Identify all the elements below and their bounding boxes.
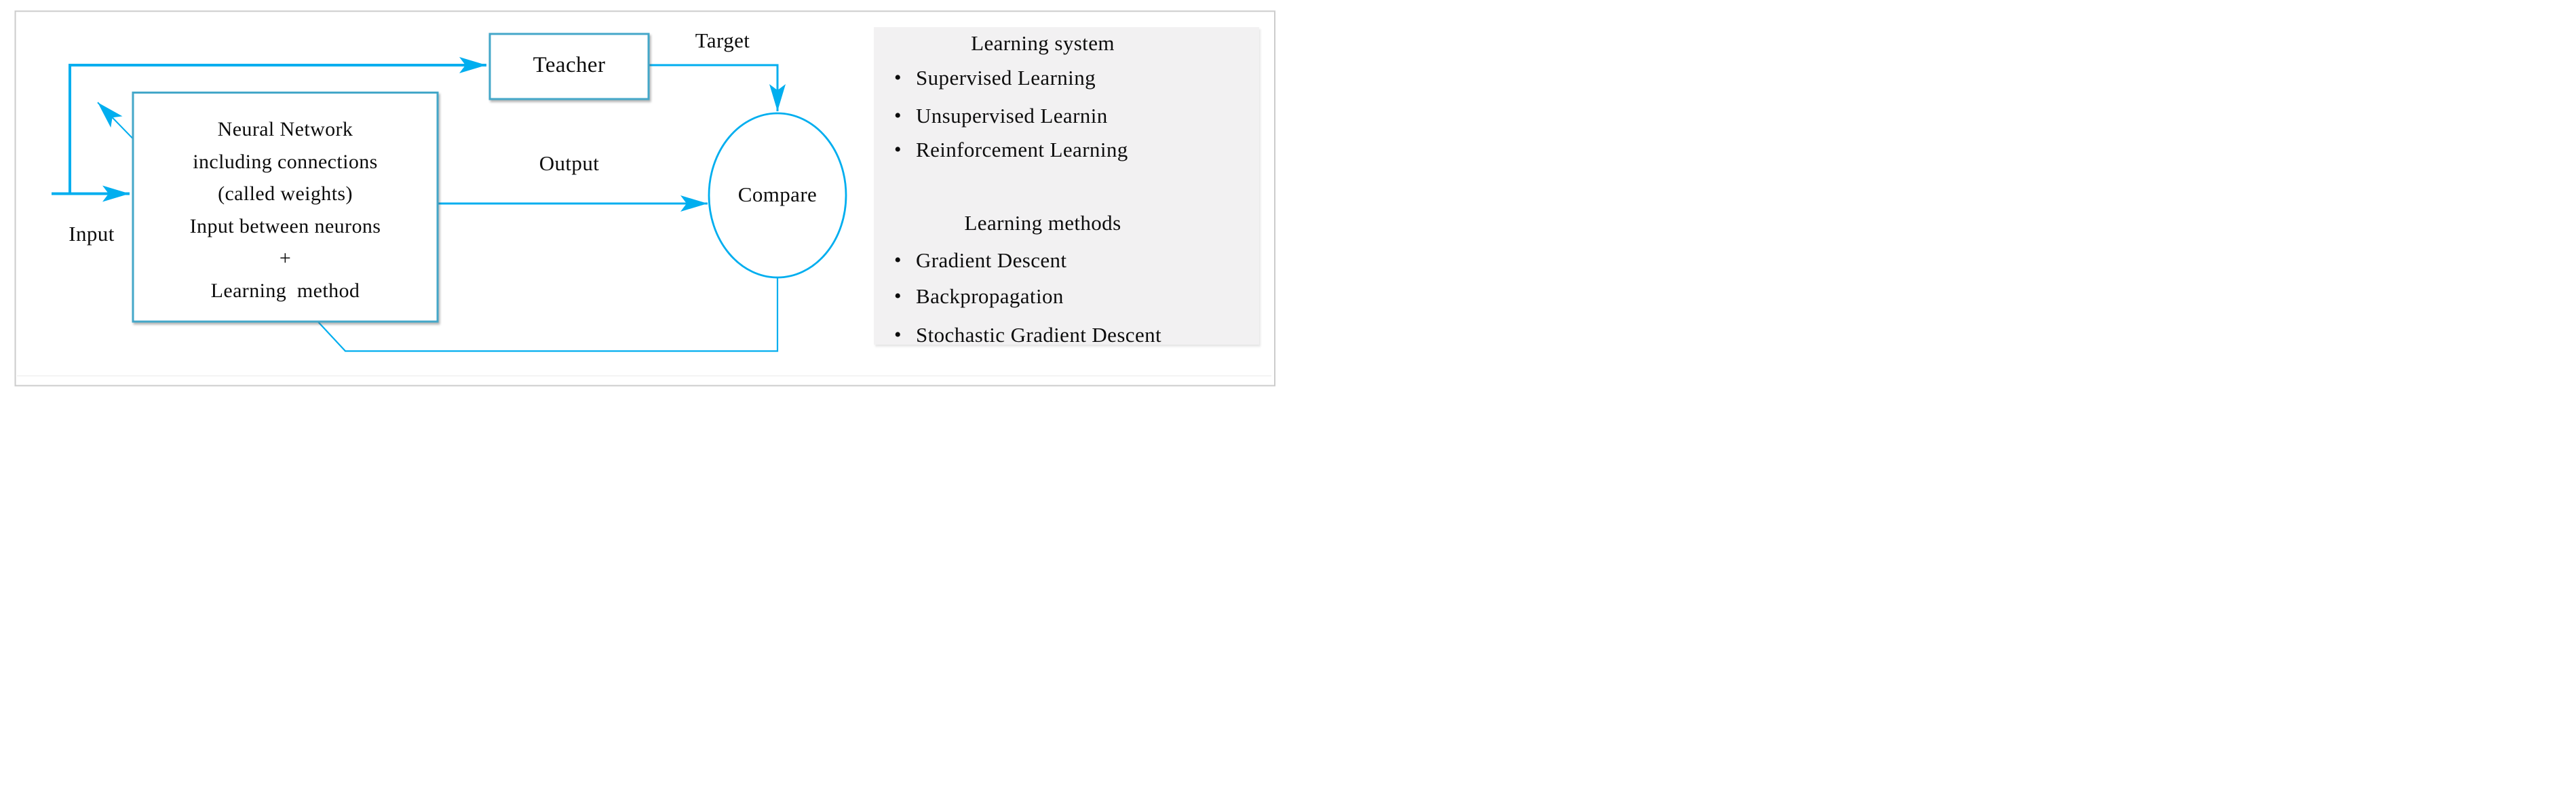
list-item-label: Backpropagation bbox=[916, 284, 1064, 308]
bullet-icon: • bbox=[894, 249, 902, 271]
teacher-box bbox=[488, 33, 650, 100]
list-item: • Gradient Descent bbox=[874, 247, 1259, 274]
target-label: Target bbox=[695, 28, 750, 52]
feedback-path bbox=[317, 277, 779, 352]
list-item-label: Unsupervised Learnin bbox=[916, 104, 1108, 128]
bullet-icon: • bbox=[894, 324, 902, 346]
teacher-box-label: Teacher bbox=[533, 53, 606, 77]
weight-update-arrow bbox=[97, 102, 134, 139]
figure-canvas: Input Output Target Teacher Compare Neur… bbox=[0, 0, 1288, 396]
compare-ellipse-label: Compare bbox=[737, 182, 818, 206]
target-arrow bbox=[649, 64, 786, 111]
bullet-icon: • bbox=[894, 104, 902, 127]
list-item-label: Gradient Descent bbox=[916, 248, 1067, 272]
compare-ellipse bbox=[708, 112, 847, 279]
list-item-label: Reinforcement Learning bbox=[916, 138, 1128, 161]
list-item: • Supervised Learning bbox=[874, 64, 1259, 92]
list-item: • Unsupervised Learnin bbox=[874, 102, 1259, 130]
nn-line-title: Neural Network bbox=[217, 118, 353, 140]
list-item-label: Supervised Learning bbox=[916, 66, 1096, 90]
list-item: • Reinforcement Learning bbox=[874, 136, 1259, 163]
nn-line-weights: (called weights) bbox=[218, 182, 353, 205]
list-item: • Stochastic Gradient Descent bbox=[874, 322, 1259, 349]
learning-system-title: Learning system bbox=[971, 31, 1115, 55]
bullet-icon: • bbox=[894, 138, 902, 161]
bullet-icon: • bbox=[894, 66, 902, 89]
bullet-icon: • bbox=[894, 285, 902, 307]
legend-panel: Learning system • Supervised Learning • … bbox=[874, 27, 1259, 347]
learning-methods-title: Learning methods bbox=[964, 211, 1121, 235]
nn-line-plus: + bbox=[279, 247, 292, 269]
list-item-label: Stochastic Gradient Descent bbox=[916, 323, 1162, 347]
nn-line-method: Learning method bbox=[210, 279, 360, 302]
neural-network-box-text: Neural Network including connections (ca… bbox=[133, 92, 438, 322]
neural-network-box bbox=[132, 92, 439, 323]
figure-frame bbox=[14, 10, 1275, 387]
nn-line-connections: including connections bbox=[193, 150, 378, 173]
output-label: Output bbox=[539, 151, 600, 175]
input-label: Input bbox=[69, 222, 115, 246]
list-item: • Backpropagation bbox=[874, 283, 1259, 310]
diagram-drawing bbox=[14, 10, 1275, 387]
nn-line-neurons: Input between neurons bbox=[189, 214, 381, 237]
